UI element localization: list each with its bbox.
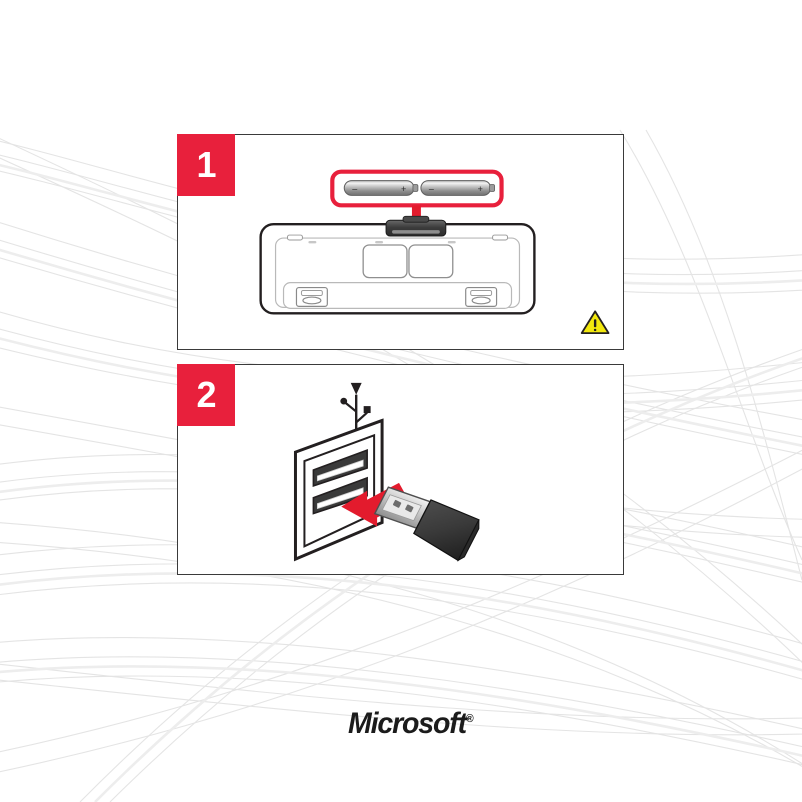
keyboard-foot-right (465, 286, 498, 307)
step-2-badge: 2 (177, 364, 235, 426)
step-2-panel: 2 (177, 364, 624, 575)
step-1-badge: 1 (177, 134, 235, 196)
registered-trademark-icon: ® (465, 713, 474, 725)
step-1-panel: 1 (177, 134, 624, 350)
battery-aa-right: – + (420, 180, 495, 196)
step-2-number: 2 (196, 374, 216, 415)
warning-triangle-icon (580, 310, 610, 335)
step-1-number: 1 (196, 144, 216, 185)
svg-text:+: + (478, 184, 483, 194)
insert-batteries-illustration: – + – + (259, 169, 610, 335)
svg-text:–: – (429, 183, 434, 193)
battery-aa-left: – + (343, 180, 419, 196)
microsoft-logo: Microsoft® (348, 707, 474, 741)
battery-door-tab (385, 215, 447, 237)
microsoft-wordmark: Microsoft (348, 707, 467, 740)
svg-text:+: + (401, 184, 406, 194)
usb-receiver-dongle (373, 486, 480, 562)
keyboard-underside (259, 215, 536, 315)
svg-text:–: – (352, 183, 357, 193)
plug-usb-receiver-illustration (293, 382, 480, 562)
keyboard-foot-left (295, 286, 328, 307)
usb-port-stack (293, 418, 384, 562)
